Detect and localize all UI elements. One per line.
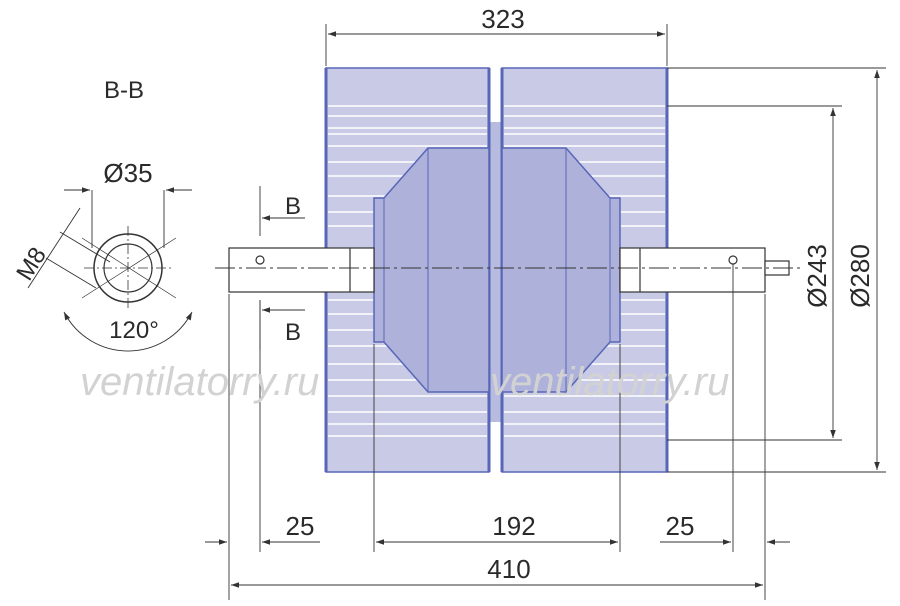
dim-left-offset-label: 25 [286, 511, 315, 541]
dim-top-width [325, 24, 668, 66]
section-thread-label: M8 [11, 243, 52, 286]
right-shaft [619, 247, 766, 293]
dim-bottom [205, 264, 790, 600]
dim-right-offset-label: 25 [666, 511, 695, 541]
left-shaft [228, 247, 375, 293]
dim-motor-span-label: 192 [492, 511, 535, 541]
section-angle-label: 120° [109, 317, 159, 344]
cut-mark-top-label: B [285, 193, 301, 220]
cut-mark-bottom-label: B [285, 319, 301, 346]
section-title: B-B [104, 77, 144, 104]
motor-left [373, 147, 490, 393]
right-shaft-hole [728, 255, 738, 265]
motor-right [501, 147, 621, 393]
dim-inner-diameter-label: Ø243 [802, 244, 832, 308]
watermark-right: ventilatorry.ru [490, 360, 729, 404]
watermark-left: ventilatorry.ru [80, 360, 319, 404]
housing-gap [489, 122, 502, 422]
section-diameter-label: Ø35 [103, 158, 152, 188]
section-view [27, 187, 193, 352]
left-shaft-hole [255, 255, 265, 265]
dim-outer-diameter-label: Ø280 [845, 244, 875, 308]
section-angle-arc [63, 311, 193, 352]
dim-diameters [667, 67, 886, 473]
motor-body [373, 147, 621, 393]
dim-top-width-label: 323 [481, 4, 524, 34]
dim-overall-length-label: 410 [487, 554, 530, 584]
